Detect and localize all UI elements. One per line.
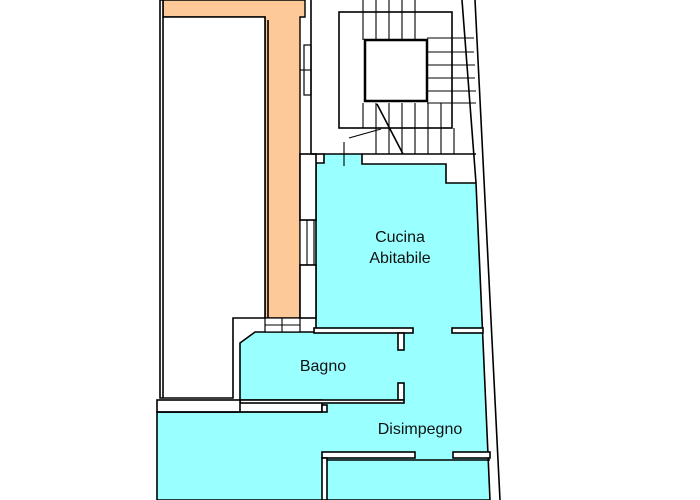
doorway-threshold — [264, 44, 315, 333]
room-label-abitabile: Abitabile — [369, 250, 430, 267]
apartment-area — [156, 153, 491, 500]
room-label-bagno: Bagno — [300, 358, 346, 375]
interior-walls — [156, 153, 491, 500]
room-label-cucina: Cucina — [375, 229, 425, 246]
room-label-disimpegno: Disimpegno — [378, 421, 463, 438]
stairwell — [338, 0, 476, 166]
stair-arrow — [376, 103, 404, 155]
